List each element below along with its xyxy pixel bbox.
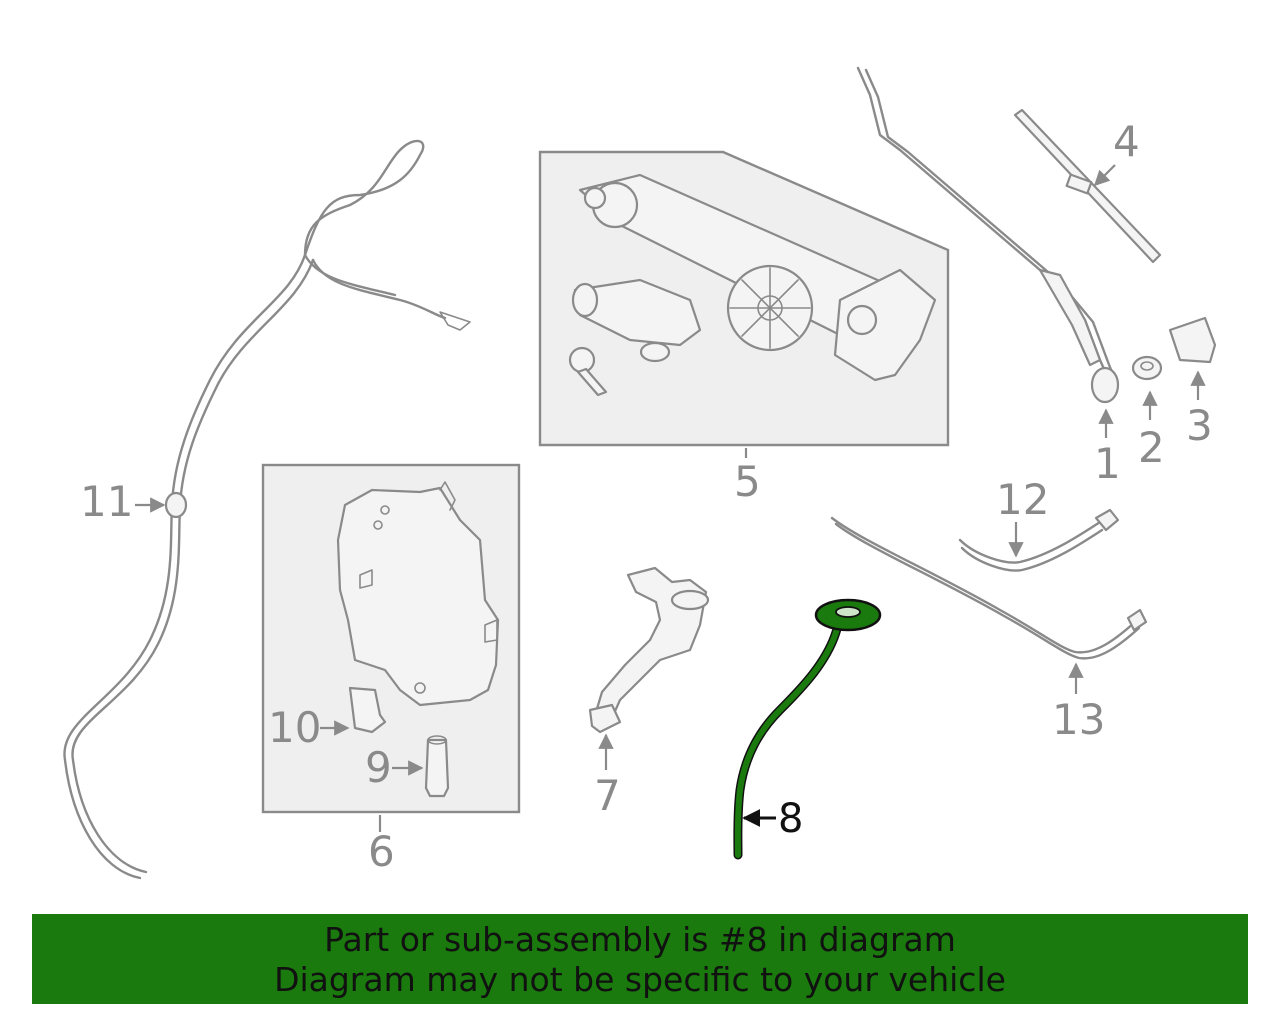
hose-part-13 — [830, 516, 1148, 660]
callout-10: 10 — [268, 703, 321, 752]
wiper-blade-part-4 — [1013, 108, 1162, 264]
callout-9: 9 — [365, 743, 392, 792]
callout-4: 4 — [1113, 117, 1140, 166]
washer-hose-part-11 — [63, 139, 471, 880]
banner-line-1: Part or sub-assembly is #8 in diagram — [324, 920, 956, 959]
hose-part-12 — [958, 508, 1120, 572]
cap-part-3 — [1168, 316, 1217, 364]
callout-12: 12 — [996, 475, 1049, 524]
callout-7: 7 — [594, 771, 621, 820]
callout-5: 5 — [734, 457, 761, 506]
wiper-linkage-panel-part-5 — [538, 150, 950, 447]
wiper-arm-part-1 — [856, 66, 1120, 404]
callout-11: 11 — [80, 477, 133, 526]
highlighted-part-8[interactable] — [733, 598, 882, 860]
callout-1: 1 — [1094, 439, 1121, 488]
washer-reservoir-panel-part-6 — [261, 463, 521, 814]
callout-2: 2 — [1138, 423, 1165, 472]
callout-3: 3 — [1186, 401, 1213, 450]
callout-6: 6 — [368, 827, 395, 876]
info-banner: Part or sub-assembly is #8 in diagram Di… — [32, 914, 1248, 1004]
callout-8: 8 — [778, 796, 803, 842]
nut-part-2 — [1131, 355, 1163, 381]
callout-13: 13 — [1052, 695, 1105, 744]
banner-line-2: Diagram may not be specific to your vehi… — [274, 960, 1006, 999]
filler-neck-part-7 — [588, 566, 710, 734]
